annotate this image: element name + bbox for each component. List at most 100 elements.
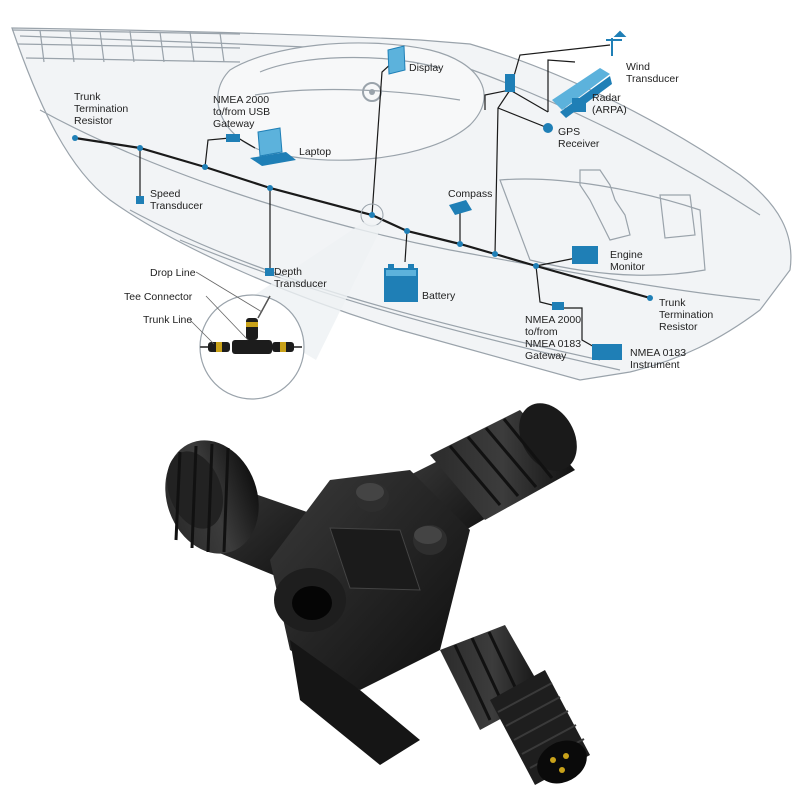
drop-to-nav-box xyxy=(484,89,549,113)
label-line: Trunk Line xyxy=(143,314,192,326)
drop-to-usb-gateway xyxy=(204,137,231,168)
drop-usb-to-laptop xyxy=(237,137,256,149)
trunk-terminator-top xyxy=(72,135,78,141)
label-line: Radar xyxy=(592,92,621,104)
drop-to-battery xyxy=(404,230,408,263)
label-line: Transducer xyxy=(626,73,679,85)
trunk-nodes xyxy=(72,135,653,301)
inset-leader-lines xyxy=(189,271,263,345)
drop-to-0183-gateway xyxy=(535,265,557,307)
tee-node xyxy=(457,241,463,247)
tee-node xyxy=(533,263,539,269)
tee-node xyxy=(267,185,273,191)
tee-node xyxy=(369,212,375,218)
tee-pin xyxy=(550,757,556,763)
tee-pin xyxy=(559,767,565,773)
nav-box-device xyxy=(505,74,515,92)
bow-rail xyxy=(11,29,241,63)
speed-transducer-device xyxy=(136,196,144,204)
tee-threaded-end xyxy=(490,670,590,785)
label-line: Engine xyxy=(610,249,643,261)
inset-magnifier xyxy=(189,222,382,400)
trunk-terminator-bottom xyxy=(647,295,653,301)
label-line: Compass xyxy=(448,188,492,200)
label-line: Trunk xyxy=(659,297,686,309)
tee-lower-body xyxy=(290,640,420,765)
label-radar: Radar(ARPA) xyxy=(592,92,627,116)
boat-deck-rim-inner xyxy=(39,109,761,301)
devices xyxy=(136,30,627,360)
drop-0183-to-instrument xyxy=(562,307,597,349)
label-line: Transducer xyxy=(274,278,327,290)
radar-device xyxy=(552,68,612,118)
boat-windshield xyxy=(254,56,461,101)
drop-to-radar xyxy=(547,59,576,112)
tee-node xyxy=(404,228,410,234)
label-line: Trunk xyxy=(74,91,101,103)
wind-transducer-device xyxy=(606,30,627,56)
boat-stern-steps xyxy=(579,169,631,241)
label-line: Instrument xyxy=(630,359,680,371)
label-tee-connector: Tee Connector xyxy=(124,291,193,303)
label-line: Resistor xyxy=(659,321,698,333)
trunk-line-path xyxy=(74,136,651,300)
label-line: Tee Connector xyxy=(124,291,193,303)
label-line: Drop Line xyxy=(150,267,196,279)
tee-right-cap xyxy=(430,403,577,520)
trunk-line xyxy=(74,136,651,300)
nmea0183-instrument-device xyxy=(592,344,622,360)
tee-left-cap xyxy=(165,440,259,554)
laptop-device xyxy=(250,127,296,166)
depth-transducer-device xyxy=(265,268,274,276)
label-line: NMEA 2000 xyxy=(213,94,269,106)
label-line: Gateway xyxy=(525,350,567,362)
label-line: (ARPA) xyxy=(592,104,627,116)
tee-label-plate xyxy=(329,527,421,591)
label-line: Speed xyxy=(150,188,181,200)
label-line: NMEA 0183 xyxy=(630,347,686,359)
boat-cockpit-seat xyxy=(659,194,696,239)
label-line: Gateway xyxy=(213,118,255,130)
label-line: Transducer xyxy=(150,200,203,212)
label-line: Wind xyxy=(626,61,650,73)
label-display: Display xyxy=(409,62,444,74)
tee-node xyxy=(137,145,143,151)
display-device xyxy=(387,45,406,75)
battery-device xyxy=(384,264,418,302)
label-line: GPS xyxy=(558,126,580,138)
label-line: Termination xyxy=(74,103,128,115)
label-line: to/from xyxy=(525,326,558,338)
gps-receiver-device xyxy=(543,123,553,133)
label-line: Battery xyxy=(422,290,456,302)
label-drop-line: Drop Line xyxy=(150,267,196,279)
label-line: to/from USB xyxy=(213,106,270,118)
label-line: Resistor xyxy=(74,115,113,127)
nmea0183-gateway-device xyxy=(552,302,564,310)
bow-rail-posts xyxy=(39,29,225,63)
compass-device xyxy=(449,200,472,215)
label-laptop: Laptop xyxy=(299,146,331,158)
boat-stern-cockpit xyxy=(499,178,706,276)
boat-hull xyxy=(11,27,792,381)
drop-to-gps xyxy=(497,107,549,129)
tee-node xyxy=(492,251,498,257)
label-compass: Compass xyxy=(448,188,492,200)
engine-monitor-device xyxy=(572,246,598,264)
tee-node xyxy=(202,164,208,170)
label-line: Termination xyxy=(659,309,713,321)
label-line: Display xyxy=(409,62,444,74)
label-line: Laptop xyxy=(299,146,331,158)
tee-connector-photo xyxy=(165,403,590,785)
label-line: Monitor xyxy=(610,261,646,273)
